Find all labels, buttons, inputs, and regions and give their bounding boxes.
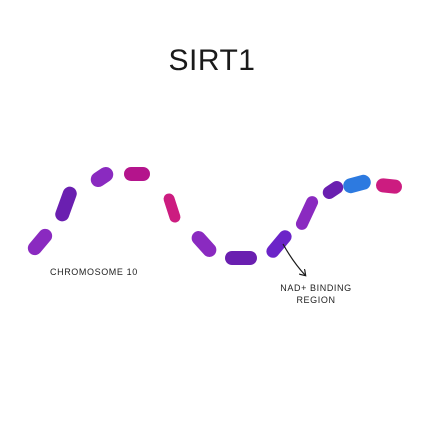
segment-5: [163, 193, 181, 223]
segment-7: [225, 251, 257, 265]
diagram-title: SIRT1: [168, 44, 256, 77]
segment-4: [124, 167, 150, 181]
segment-3: [90, 166, 114, 188]
segment-10: [322, 180, 344, 200]
segment-2: [55, 186, 77, 222]
segment-1: [27, 228, 53, 256]
segment-6: [191, 231, 217, 257]
nad-binding-label: NAD+ BINDING REGION: [260, 282, 372, 306]
gene-segments: [27, 166, 402, 265]
segment-8: [266, 230, 292, 258]
segment-12: [376, 178, 402, 194]
chromosome-label: CHROMOSOME 10: [50, 267, 138, 277]
nad-binding-label-line1: NAD+ BINDING: [280, 283, 352, 293]
segment-9: [295, 196, 319, 230]
nad-binding-arrow: [282, 243, 305, 275]
segment-11: [343, 174, 371, 194]
nad-binding-label-line2: REGION: [296, 295, 336, 305]
